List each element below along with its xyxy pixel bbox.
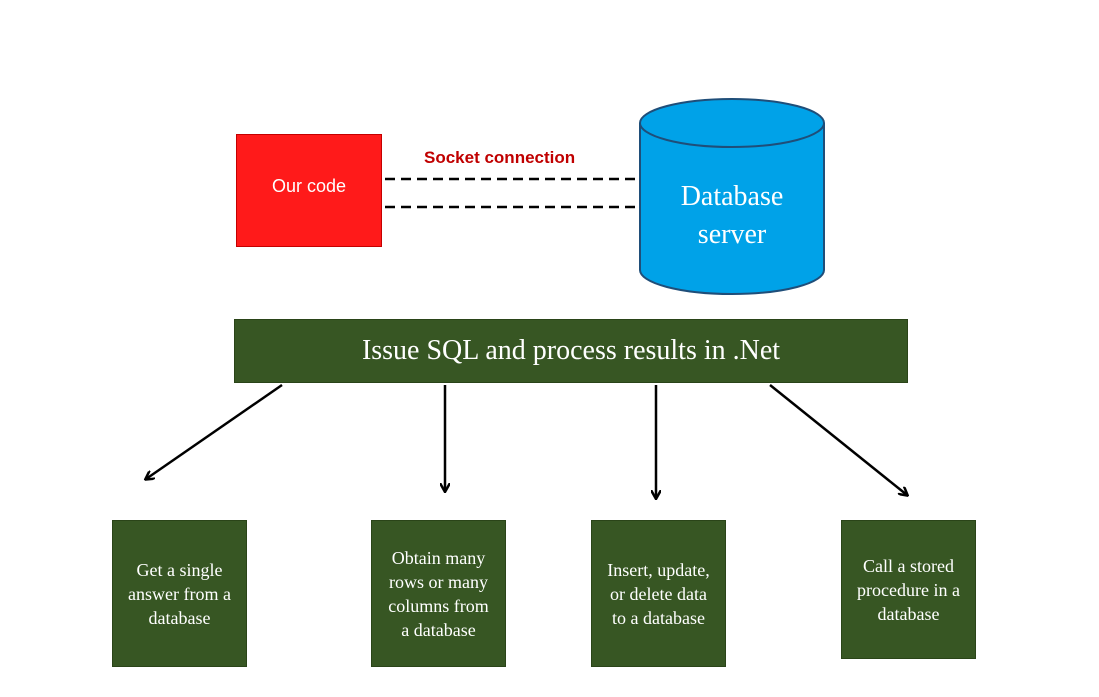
issue-sql-label: Issue SQL and process results in .Net — [361, 335, 781, 366]
our-code-label: Our code — [271, 176, 347, 196]
arrow-to-task-1 — [146, 383, 283, 479]
database-server-cylinder — [639, 98, 825, 295]
task-box-insert-update-delete: Insert, update, or delete data to a data… — [591, 520, 726, 667]
our-code-box: Our code — [236, 134, 382, 247]
task-box-many-rows: Obtain many rows or many columns from a … — [371, 520, 506, 667]
arrow-to-task-4 — [769, 384, 907, 495]
issue-sql-banner: Issue SQL and process results in .Net — [234, 319, 908, 383]
task-box-single-answer: Get a single answer from a database — [112, 520, 247, 667]
database-server-label: Database server — [680, 181, 784, 250]
socket-connection-label: Socket connection — [424, 148, 576, 167]
task-box-stored-procedure: Call a stored procedure in a database — [841, 520, 976, 659]
